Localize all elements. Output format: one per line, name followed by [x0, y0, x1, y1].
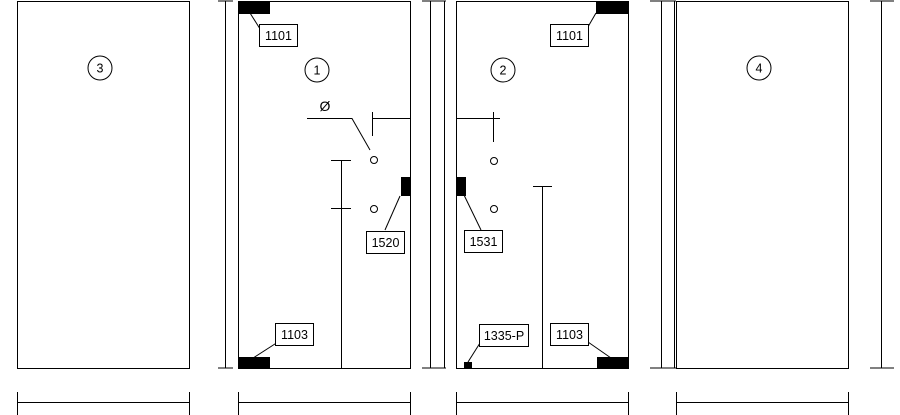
callout-label-hinge-bottom-right: 1103 [556, 328, 583, 342]
callout-box-floor-lock [479, 324, 529, 347]
panel-circle-1 [304, 57, 330, 83]
callout-label-handle-right: 1531 [470, 235, 498, 249]
panel-number-2: 2 [500, 64, 507, 78]
hole-lower-door-1 [370, 205, 378, 213]
plan-view-strip [17, 392, 849, 415]
callout-label-hinge-top-left: 1101 [265, 29, 292, 43]
handle-door-1 [401, 177, 411, 196]
edge-profile-d [870, 0, 894, 369]
edge-profile-a [218, 0, 233, 369]
fittings [238, 1, 629, 369]
edge-profile-b [422, 0, 446, 369]
panel-outline-3 [17, 1, 190, 369]
callout-boxes [259, 24, 589, 347]
hole-upper-door-1 [370, 156, 378, 164]
edge-profile-c [650, 0, 676, 369]
callout-box-hinge-bottom-right [550, 323, 589, 346]
callout-label-floor-lock: 1335-P [484, 329, 524, 343]
floor-lock [464, 362, 472, 369]
panel-number-3: 3 [97, 62, 104, 76]
panel-circle-3 [87, 55, 113, 81]
hole-upper-door-2 [490, 157, 498, 165]
callout-label-hinge-bottom-left: 1103 [281, 328, 308, 342]
panel-outline-4 [676, 1, 849, 369]
callout-box-hinge-bottom-left [275, 323, 314, 346]
callout-box-handle-left [366, 231, 405, 254]
hole-lower-door-2 [490, 205, 498, 213]
door-1-lines [307, 112, 410, 368]
callout-box-hinge-top-left [259, 24, 298, 47]
hinge-bottom-right [597, 357, 629, 369]
drawing-lines [17, 0, 894, 415]
panel-number-1: 1 [314, 64, 321, 78]
panel-outline-1 [238, 1, 411, 369]
hinge-top-right [596, 1, 629, 14]
panel-number-4: 4 [756, 62, 763, 76]
door-2-lines [457, 112, 552, 368]
hinge-bottom-left [238, 357, 270, 369]
callout-box-hinge-top-right [550, 24, 589, 47]
hinge-top-left [238, 1, 270, 14]
callout-label-hinge-top-right: 1101 [556, 29, 583, 43]
panel-circle-2 [490, 57, 516, 83]
panel-circle-4 [746, 55, 772, 81]
hole-diameter-symbol: Ø [320, 98, 331, 114]
handle-door-2 [456, 177, 466, 196]
callout-label-handle-left: 1520 [372, 236, 400, 250]
callout-box-handle-right [464, 230, 503, 253]
